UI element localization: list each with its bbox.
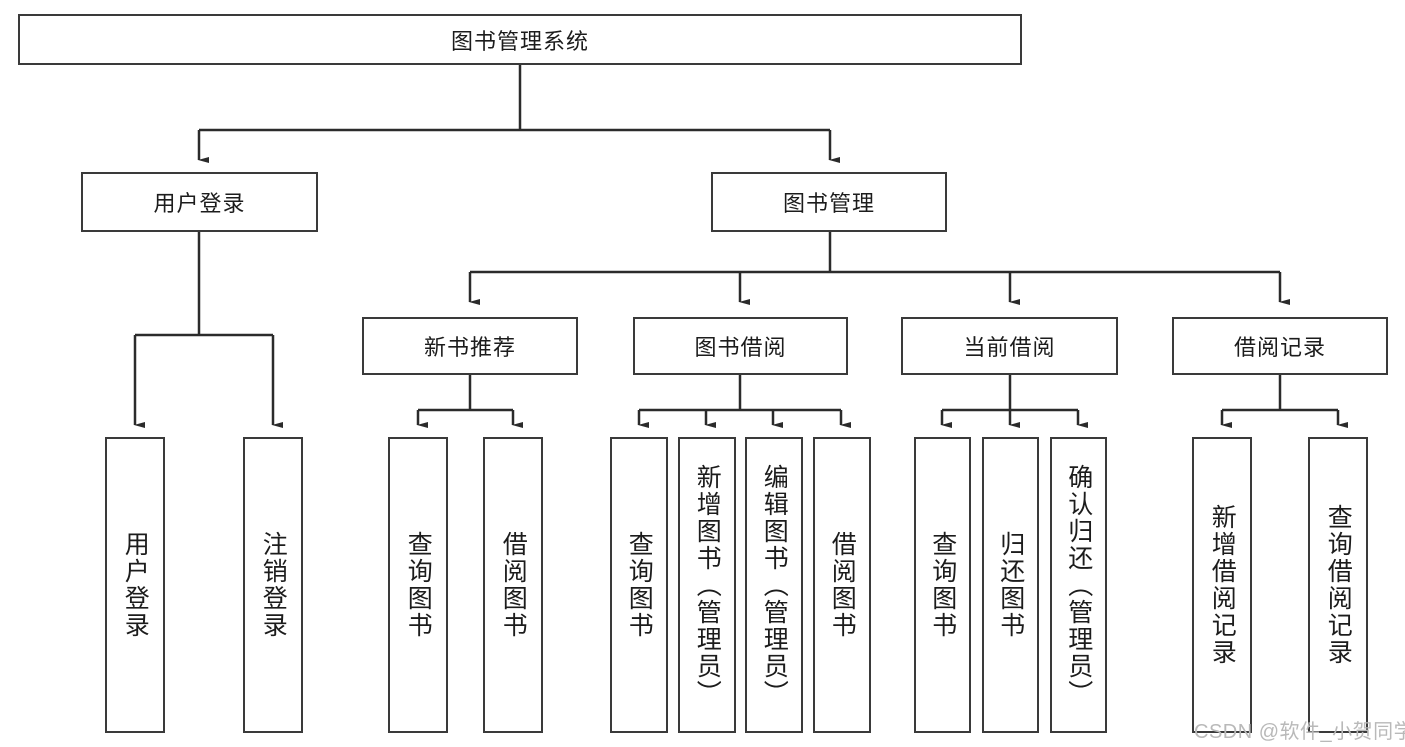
- node-book-management[interactable]: 图书管理: [711, 172, 947, 232]
- leaf-borrow-add-book-admin[interactable]: 新增图书（管理员）: [678, 437, 736, 733]
- node-label: 归还图书: [996, 531, 1025, 639]
- node-label: 用户登录: [121, 531, 150, 639]
- leaf-borrow-borrow-book[interactable]: 借阅图书: [813, 437, 871, 733]
- node-label: 查询图书: [625, 531, 654, 639]
- node-label: 借阅图书: [828, 531, 857, 639]
- leaf-record-add-borrow-record[interactable]: 新增借阅记录: [1192, 437, 1252, 733]
- node-user-login[interactable]: 用户登录: [81, 172, 318, 232]
- leaf-current-return-book[interactable]: 归还图书: [982, 437, 1039, 733]
- node-borrow-record[interactable]: 借阅记录: [1172, 317, 1388, 375]
- leaf-current-query-book[interactable]: 查询图书: [914, 437, 971, 733]
- node-new-book-recommendation[interactable]: 新书推荐: [362, 317, 578, 375]
- watermark: CSDN @软件_小贺同学: [1194, 721, 1405, 743]
- leaf-new-book-borrow[interactable]: 借阅图书: [483, 437, 543, 733]
- node-label: 用户登录: [153, 191, 246, 216]
- node-label: 确认归还（管理员）: [1064, 463, 1093, 707]
- leaf-current-confirm-return-admin[interactable]: 确认归还（管理员）: [1050, 437, 1107, 733]
- node-label: 图书管理系统: [450, 28, 589, 54]
- node-label: 借阅图书: [499, 531, 528, 639]
- node-label: 借阅记录: [1233, 335, 1326, 360]
- leaf-borrow-query-book[interactable]: 查询图书: [610, 437, 668, 733]
- node-label: 当前借阅: [963, 335, 1056, 360]
- node-current-borrow[interactable]: 当前借阅: [901, 317, 1118, 375]
- node-label: 图书借阅: [694, 335, 787, 360]
- node-label: 查询图书: [404, 531, 433, 639]
- node-label: 新增借阅记录: [1208, 504, 1237, 666]
- leaf-user-login-logout[interactable]: 注销登录: [243, 437, 303, 733]
- node-book-borrow[interactable]: 图书借阅: [633, 317, 848, 375]
- node-label: 编辑图书（管理员）: [760, 463, 789, 707]
- leaf-new-book-query[interactable]: 查询图书: [388, 437, 448, 733]
- node-label: 查询借阅记录: [1324, 504, 1353, 666]
- leaf-user-login-login[interactable]: 用户登录: [105, 437, 165, 733]
- leaf-record-query-borrow-record[interactable]: 查询借阅记录: [1308, 437, 1368, 733]
- node-root-book-management-system[interactable]: 图书管理系统: [18, 14, 1022, 65]
- node-label: 查询图书: [928, 531, 957, 639]
- node-label: 图书管理: [782, 191, 875, 216]
- leaf-borrow-edit-book-admin[interactable]: 编辑图书（管理员）: [745, 437, 803, 733]
- node-label: 新增图书（管理员）: [693, 463, 722, 707]
- node-label: 新书推荐: [423, 335, 516, 360]
- node-label: 注销登录: [259, 531, 288, 639]
